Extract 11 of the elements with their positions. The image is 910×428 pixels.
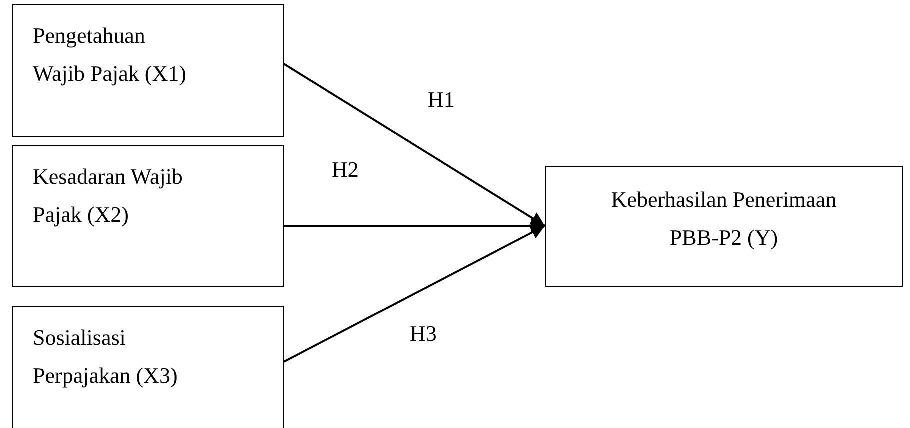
arrow	[284, 225, 546, 363]
arrow	[284, 219, 545, 233]
variable-box	[12, 306, 284, 428]
variable-box	[12, 145, 284, 287]
variable-label: Pengetahuan Wajib Pajak (X1)	[33, 22, 188, 88]
variable-label: Keberhasilan Penerimaan PBB-P2 (Y)	[610, 186, 838, 252]
arrow	[283, 63, 546, 227]
variable-label: Kesadaran Wajib Pajak (X2)	[33, 163, 184, 229]
variable-label: Sosialisasi Perpajakan (X3)	[33, 324, 179, 390]
variable-box	[12, 4, 284, 137]
variable-box	[545, 166, 903, 287]
